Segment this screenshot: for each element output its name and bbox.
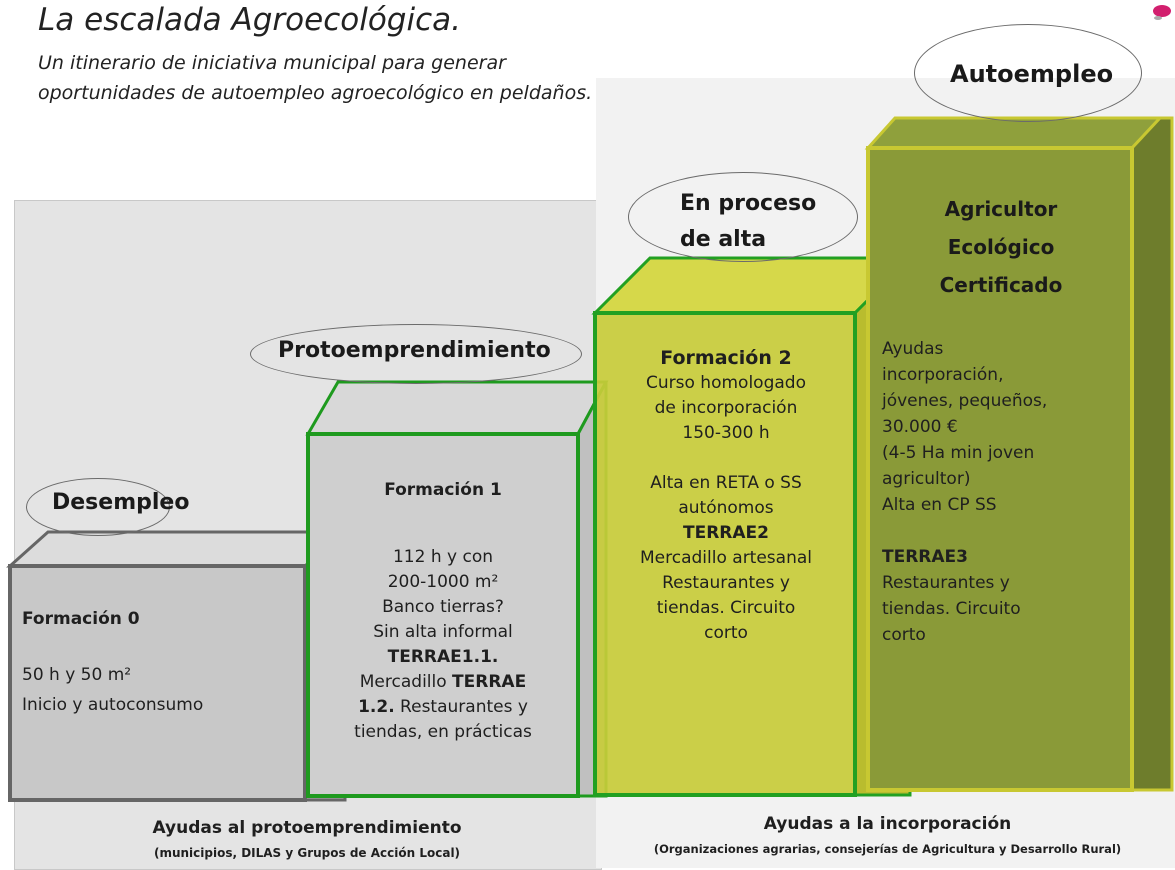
footer-left: Ayudas al protoemprendimiento (municipio…: [14, 818, 600, 860]
box1-line7: 1.2. Restaurantes y: [310, 695, 576, 720]
alta-ellipse: [628, 172, 858, 262]
box2-line8: Restaurantes y: [662, 573, 790, 593]
box1-line4: Sin alta informal: [373, 622, 513, 642]
box3-heading: Agricultor Ecológico Certificado: [872, 190, 1130, 304]
box3-line3: jóvenes, pequeños,: [882, 391, 1048, 411]
page-title: La escalada Agroecológica.: [38, 2, 461, 38]
box2-line10: corto: [704, 623, 748, 643]
box3-line9: Restaurantes y: [882, 573, 1010, 593]
box0-top-face: [6, 530, 350, 568]
box0-text: Formación 0 50 h y 50 m² Inicio y autoco…: [22, 604, 292, 720]
box3-line1: Ayudas: [882, 339, 944, 359]
box3-side-face: [1130, 116, 1174, 792]
box1-line1: 112 h y con: [392, 547, 494, 567]
box1-line3: Banco tierras?: [382, 597, 504, 617]
box2-line2: de incorporación: [654, 398, 798, 418]
box0-line1: 50 h y 50 m²: [22, 665, 132, 685]
box2-line4: Alta en RETA o SS: [650, 473, 802, 493]
box3-line2: incorporación,: [882, 365, 1004, 385]
stage-desempleo: Desempleo: [52, 490, 190, 515]
box2-line7: Mercadillo artesanal: [640, 548, 812, 568]
box3-heading1: Agricultor: [944, 197, 1058, 221]
box2-line9: tiendas. Circuito: [656, 598, 796, 618]
box1-line5: TERRAE1.1.: [387, 647, 499, 667]
box3-heading2: Ecológico: [947, 235, 1055, 259]
box0-heading: Formación 0: [22, 609, 140, 629]
box2-line5: autónomos: [678, 498, 774, 518]
box0-line2: Inicio y autoconsumo: [22, 695, 204, 715]
box3-line4: 30.000 €: [882, 417, 958, 437]
box2-front-face: [593, 311, 857, 797]
box2-line3: 150-300 h: [682, 423, 770, 443]
box1-line6-text: Mercadillo: [359, 672, 453, 692]
box3-line5: (4-5 Ha min joven: [882, 443, 1035, 463]
box1-line7-text: Restaurantes y: [394, 697, 528, 717]
stage-autoempleo: Autoempleo: [950, 60, 1114, 88]
box3-heading3: Certificado: [939, 273, 1063, 297]
box1-line2: 200-1000 m²: [387, 572, 499, 592]
box1-front-face: [306, 432, 580, 798]
box3-line10: tiendas. Circuito: [882, 599, 1021, 619]
box3-line8: TERRAE3: [882, 547, 968, 567]
box1-top-face: [305, 380, 609, 436]
box2-heading: Formación 2: [660, 347, 792, 369]
box3-text: Ayudas incorporación, jóvenes, pequeños,…: [882, 336, 1130, 648]
box1-line8: tiendas, en prácticas: [354, 722, 532, 742]
box2-line1: Curso homologado: [646, 373, 806, 393]
logo-icon: [1153, 5, 1171, 20]
footer-right-sub: (Organizaciones agrarias, consejerías de…: [653, 842, 1122, 856]
footer-left-sub: (municipios, DILAS y Grupos de Acción Lo…: [153, 846, 461, 860]
box3-line7: Alta en CP SS: [882, 495, 997, 515]
box1-heading: Formación 1: [384, 480, 502, 500]
box1-line6-bold: TERRAE: [452, 672, 527, 692]
box0-front-face: [8, 564, 307, 802]
stage-protoemprendimiento: Protoemprendimiento: [278, 338, 551, 363]
proto-ellipse: [250, 324, 582, 384]
box2-line6: TERRAE2: [683, 523, 769, 543]
footer-right: Ayudas a la incorporación (Organizacione…: [600, 814, 1175, 856]
footer-right-main: Ayudas a la incorporación: [763, 814, 1012, 834]
page-subtitle: Un itinerario de iniciativa municipal pa…: [38, 52, 593, 104]
stage-en-proceso-de-alta: En proceso de alta: [680, 191, 817, 252]
box3-line6: agricultor): [882, 469, 971, 489]
box1-line7-bold: 1.2.: [358, 697, 395, 717]
box3-line11: corto: [882, 625, 926, 645]
box3-top-face: [864, 116, 1164, 150]
footer-left-main: Ayudas al protoemprendimiento: [152, 818, 462, 838]
box2-text: Formación 2 Curso homologado de incorpor…: [600, 346, 852, 646]
box3-front-face: [866, 146, 1134, 792]
box1-line6: Mercadillo TERRAE: [310, 670, 576, 695]
autoempleo-ellipse: [914, 24, 1142, 122]
desempleo-ellipse: [26, 478, 170, 536]
box1-text: Formación 1 112 h y con 200-1000 m² Banc…: [310, 478, 576, 745]
